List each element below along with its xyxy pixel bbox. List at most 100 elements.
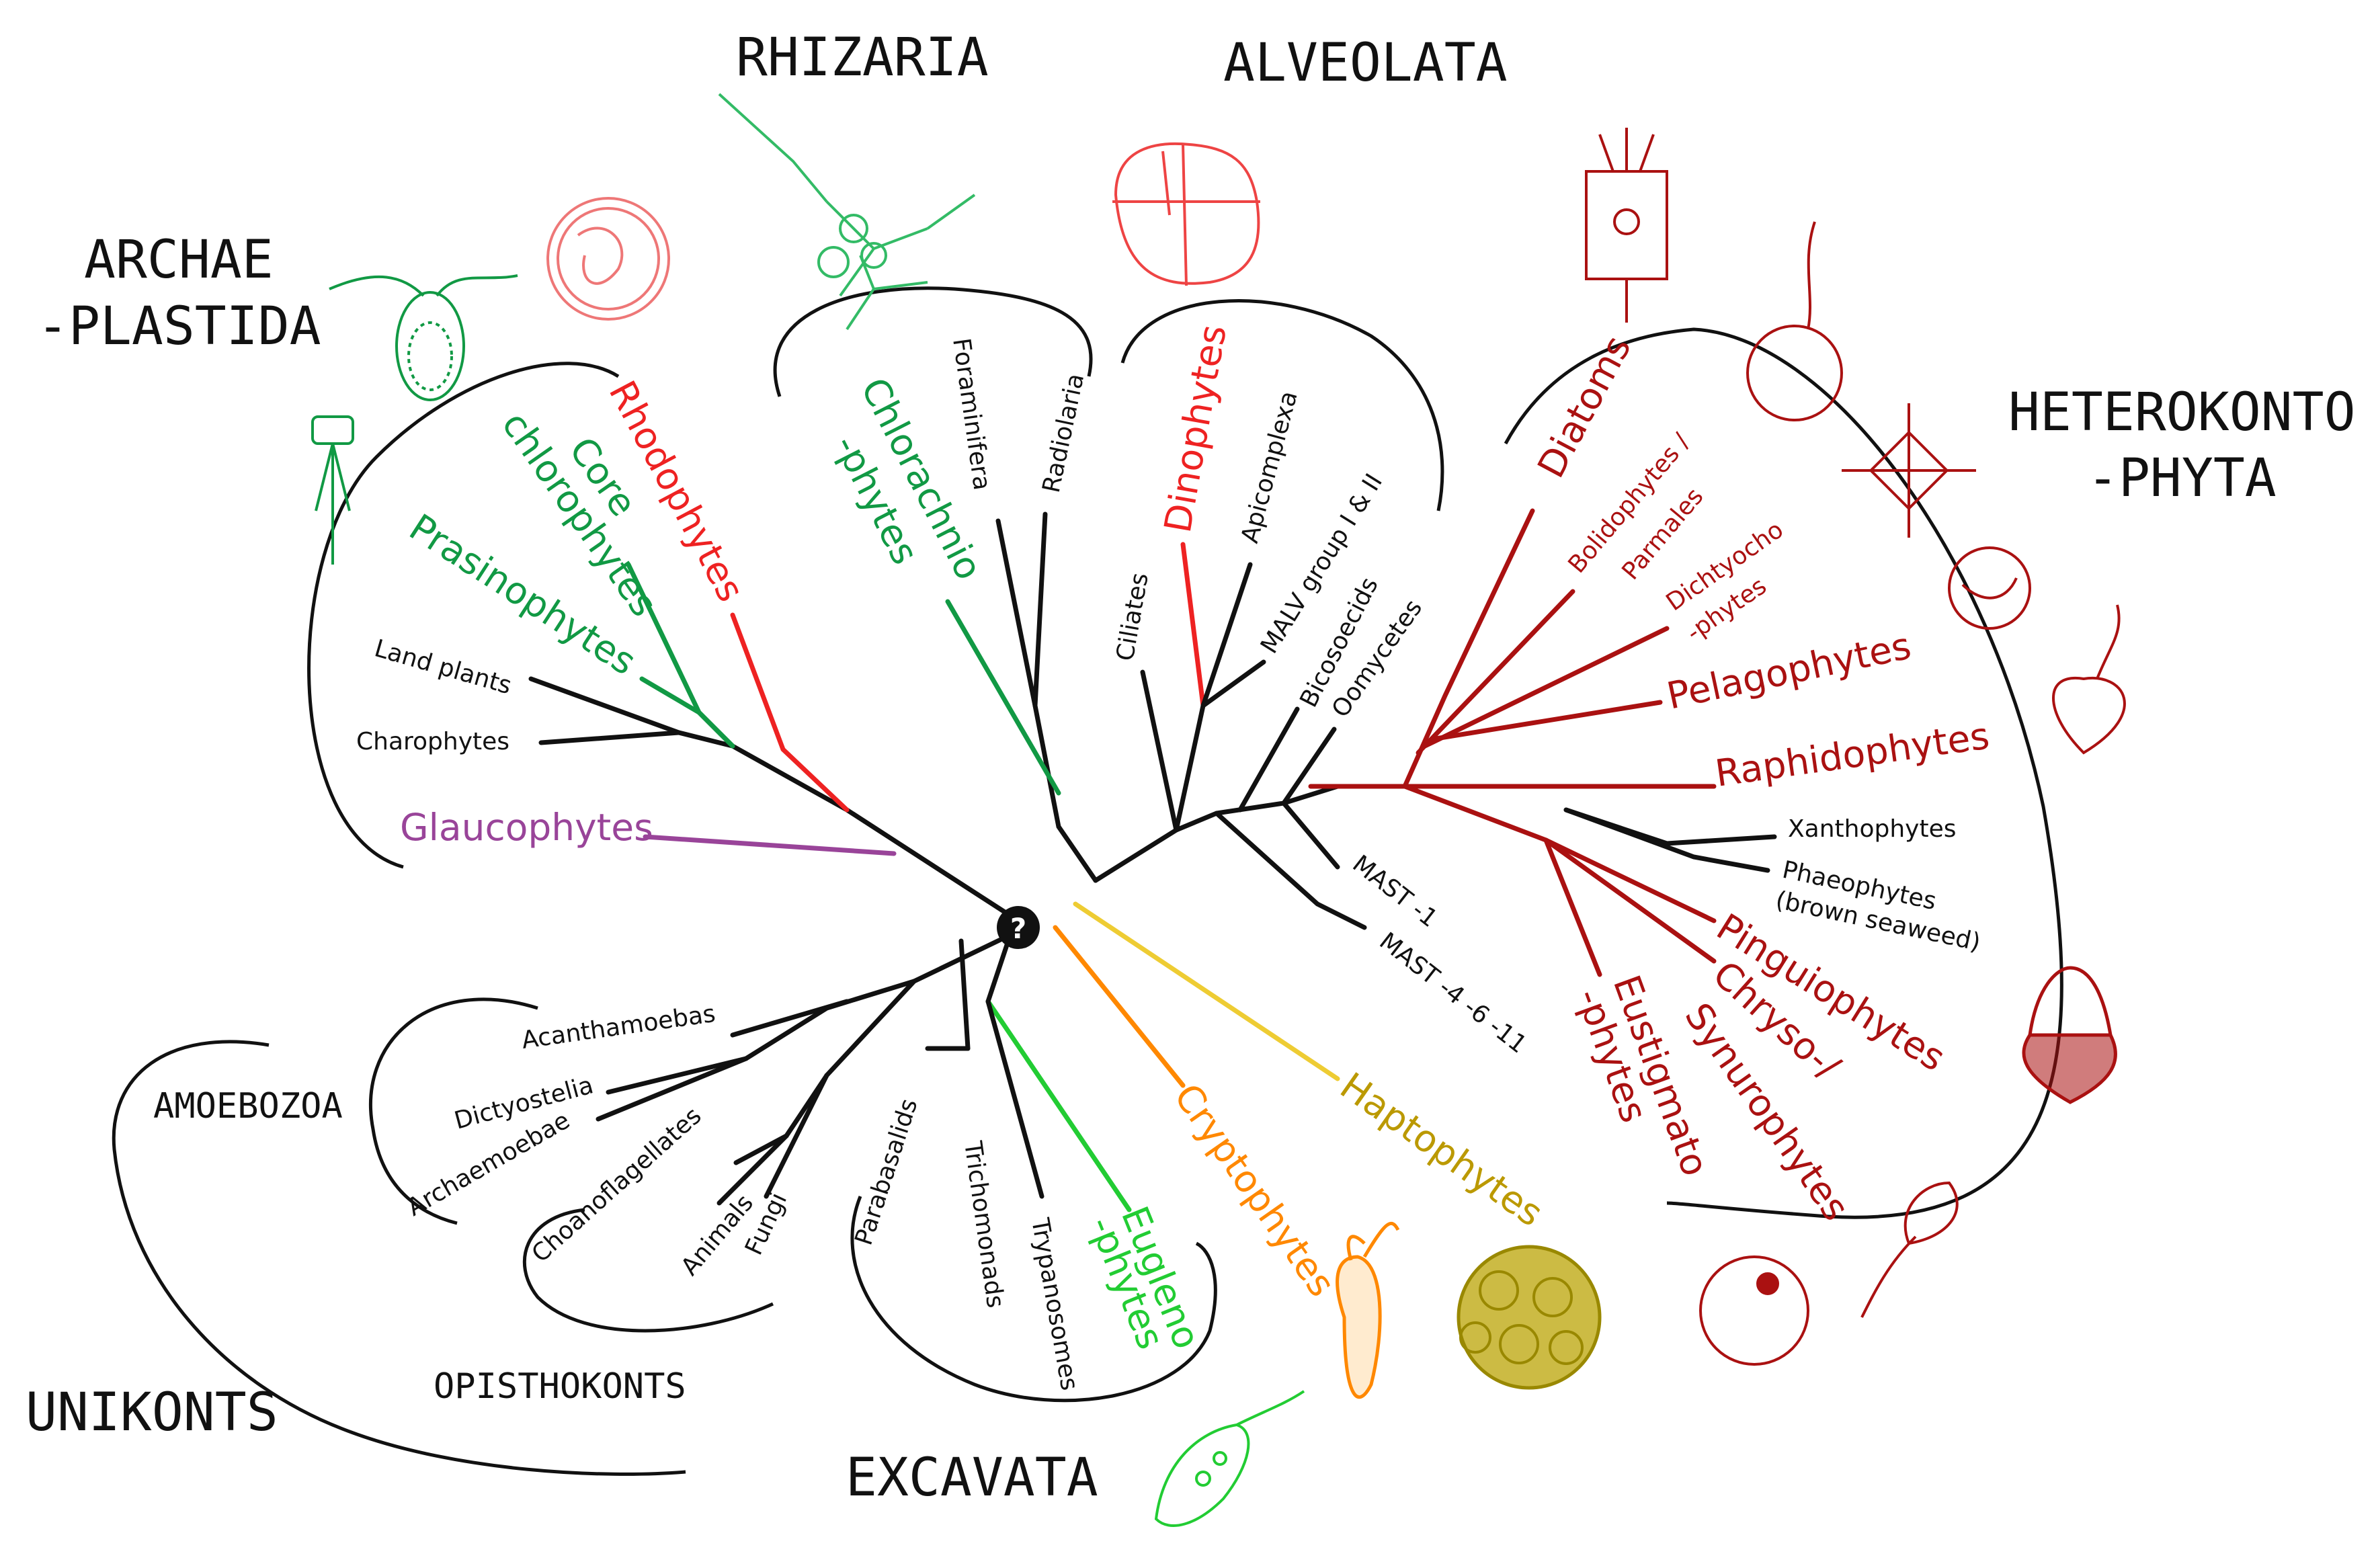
branch-acanthamoebas xyxy=(730,999,850,1038)
branch-fungi xyxy=(764,1073,829,1199)
branch-apicomplexa xyxy=(1200,562,1253,708)
label-mast1: MAST -1 xyxy=(1347,850,1442,933)
branch-diatoms xyxy=(1402,508,1535,789)
branch-excavata-stem xyxy=(985,938,1011,1004)
branch-trunk-archaeplastida xyxy=(730,743,1021,923)
label-archaeplastida-2: -PLASTIDA xyxy=(37,296,321,357)
lorica-cell-illustration xyxy=(2022,966,2117,1104)
euglenid-illustration xyxy=(1154,1390,1305,1527)
amoebozoa-bracket xyxy=(368,997,538,1225)
label-glaucophytes: Glaucophytes xyxy=(400,806,653,849)
label-parabasalids: Parabasalids xyxy=(850,1096,924,1249)
branch-chlorarachniophytes xyxy=(945,599,1061,796)
branch-dichtyochophytes xyxy=(1422,626,1670,749)
branch-mast1 xyxy=(1281,800,1340,870)
coccolithophore-illustration xyxy=(1457,1245,1602,1390)
opisthokonts-bracket xyxy=(522,1208,774,1333)
label-amoebozoa: AMOEBOZOA xyxy=(153,1086,343,1126)
branch-bolidophytes xyxy=(1416,589,1575,755)
label-acanthamoebas: Acanthamoebas xyxy=(520,1000,717,1055)
branch-dictyostelia xyxy=(606,1056,749,1095)
label-foraminifera: Foraminifera xyxy=(947,337,995,492)
swimming-cell-illustration xyxy=(1860,1181,1959,1318)
radiolarian-illustration xyxy=(718,93,976,331)
cryptophyte-illustration xyxy=(1336,1221,1400,1399)
label-haptophytes: Haptophytes xyxy=(1333,1064,1551,1235)
label-raphidophytes: Raphidophytes xyxy=(1713,714,1992,795)
root-question-mark: ? xyxy=(1010,912,1026,945)
branch-radiolaria xyxy=(1032,511,1048,708)
label-unikonts: UNIKONTS xyxy=(26,1383,278,1443)
label-opisthokonts: OPISTHOKONTS xyxy=(434,1366,686,1407)
archaeplastida-bracket xyxy=(307,362,620,869)
heterokont-flagellate-illustration xyxy=(1746,221,1843,421)
dinoflagellate-illustration xyxy=(1112,142,1260,286)
branch-choanoflagellates xyxy=(733,1133,789,1165)
label-heterokontophyta-2: -PHYTA xyxy=(2087,448,2277,509)
branch-rhizaria-stem xyxy=(1032,703,1098,883)
branch-phaeophytes xyxy=(1563,807,1770,873)
label-charophytes: Charophytes xyxy=(356,728,509,755)
heterokontophyta-bracket xyxy=(1504,327,2063,1219)
branch-pinguiophytes xyxy=(1402,784,1717,923)
branch-oomycetes xyxy=(1281,727,1337,806)
branch-charophytes xyxy=(538,730,682,745)
heart-cell-illustration xyxy=(2052,604,2126,755)
round-cell-illustration xyxy=(1948,546,2031,630)
label-archaeplastida-1: ARCHAE xyxy=(84,230,274,290)
branch-dinophytes xyxy=(1180,542,1206,708)
branch-malv xyxy=(1200,659,1266,708)
supergroup-labels: ARCHAE -PLASTIDA RHIZARIA ALVEOLATA HETE… xyxy=(26,28,2356,1508)
silicoflagellate-illustration xyxy=(1842,403,1976,538)
label-ciliates: Ciliates xyxy=(1111,571,1153,663)
label-trypanosomes: Trypanosomes xyxy=(1026,1215,1083,1392)
branch-ciliates xyxy=(1140,669,1179,833)
label-rhizaria: RHIZARIA xyxy=(736,28,989,88)
label-excavata: EXCAVATA xyxy=(846,1448,1098,1508)
unikonts-bracket xyxy=(112,1040,686,1476)
rhizaria-bracket xyxy=(773,286,1093,397)
eyespot-cell-illustration xyxy=(1699,1255,1809,1366)
branch-core-chlorophytes xyxy=(626,562,735,749)
branch-mast4 xyxy=(1214,811,1367,930)
branch-animals xyxy=(716,1133,789,1206)
branch-cryptophytes xyxy=(1053,925,1186,1088)
label-mast4: MAST -4 -6 -11 xyxy=(1374,927,1531,1059)
label-alveolata: ALVEOLATA xyxy=(1223,33,1508,93)
branch-xanthophytes xyxy=(1563,807,1777,846)
branch-unikont-stem xyxy=(784,935,1008,1139)
green-stalked-cell-illustration xyxy=(311,415,354,565)
branch-rhodophytes xyxy=(730,612,850,813)
supergroup-brackets xyxy=(112,286,2063,1476)
label-heterokontophyta-1: HETEROKONTO xyxy=(2008,382,2356,443)
green-flagellate-illustration xyxy=(329,274,518,401)
organism-illustrations xyxy=(311,93,2126,1527)
diatom-illustration xyxy=(1585,128,1668,323)
branch-foraminifera xyxy=(995,518,1038,708)
label-land-plants: Land plants xyxy=(372,634,515,700)
label-xanthophytes: Xanthophytes xyxy=(1788,815,1957,843)
branch-haptophytes xyxy=(1073,901,1340,1081)
branch-bicosoecids xyxy=(1237,706,1300,813)
label-radiolaria: Radiolaria xyxy=(1038,371,1090,495)
branch-eustigmatophytes xyxy=(1543,837,1602,977)
label-dictyostelia: Dictyostelia xyxy=(452,1071,596,1134)
branch-amoebozoa-stem xyxy=(596,979,917,1122)
branch-alveolate-core xyxy=(1174,703,1206,833)
branch-euglenophytes xyxy=(985,999,1132,1212)
label-dinophytes: Dinophytes xyxy=(1156,321,1235,536)
label-apicomplexa: Apicomplexa xyxy=(1236,388,1303,546)
red-alga-cell-illustration xyxy=(546,197,670,321)
branch-pelagophytes xyxy=(1429,700,1663,742)
alveolata-bracket xyxy=(1120,299,1444,511)
label-diatoms: Diatoms xyxy=(1529,329,1639,485)
root-node: ? xyxy=(997,906,1040,949)
label-trichomonads: Trichomonads xyxy=(958,1139,1009,1310)
branch-trypanosomes xyxy=(985,999,1044,1199)
label-cryptophytes: Cryptophytes xyxy=(1165,1076,1344,1305)
excavata-bracket xyxy=(850,1196,1217,1403)
branch-chrysophytes xyxy=(1543,837,1717,964)
branch-glaucophytes xyxy=(643,834,897,856)
tree-branches xyxy=(528,508,1777,1212)
